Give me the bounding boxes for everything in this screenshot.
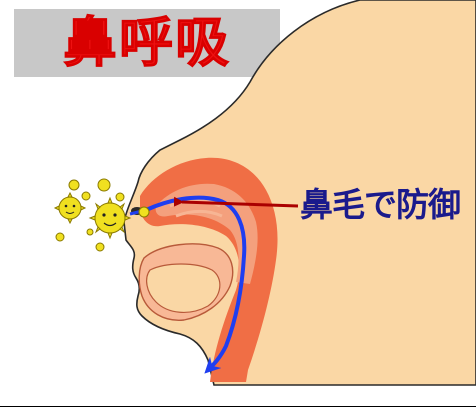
pollen-icon — [95, 242, 105, 252]
caption-label: 鼻毛で防御 — [300, 184, 461, 224]
pollen-icon — [68, 179, 80, 191]
title-banner: 鼻呼吸 — [14, 9, 280, 77]
pollen-icon — [53, 191, 87, 225]
pollen-icon — [97, 178, 111, 192]
pollen-icon — [138, 206, 150, 218]
pointer-arrow-icon — [173, 196, 299, 208]
caption-label-box: 鼻毛で防御 — [300, 182, 476, 226]
pollen-icon — [86, 228, 94, 236]
pollen-particles — [53, 178, 150, 252]
title-background — [14, 9, 280, 77]
breath-flow-arrow-icon — [145, 195, 247, 374]
page-title: 鼻呼吸 — [63, 11, 231, 74]
pollen-icon — [88, 196, 132, 240]
bottom-divider — [0, 406, 476, 407]
pollen-icon — [115, 192, 125, 202]
pollen-icon — [55, 232, 65, 242]
pollen-icon — [81, 191, 91, 201]
tongue — [146, 263, 221, 313]
